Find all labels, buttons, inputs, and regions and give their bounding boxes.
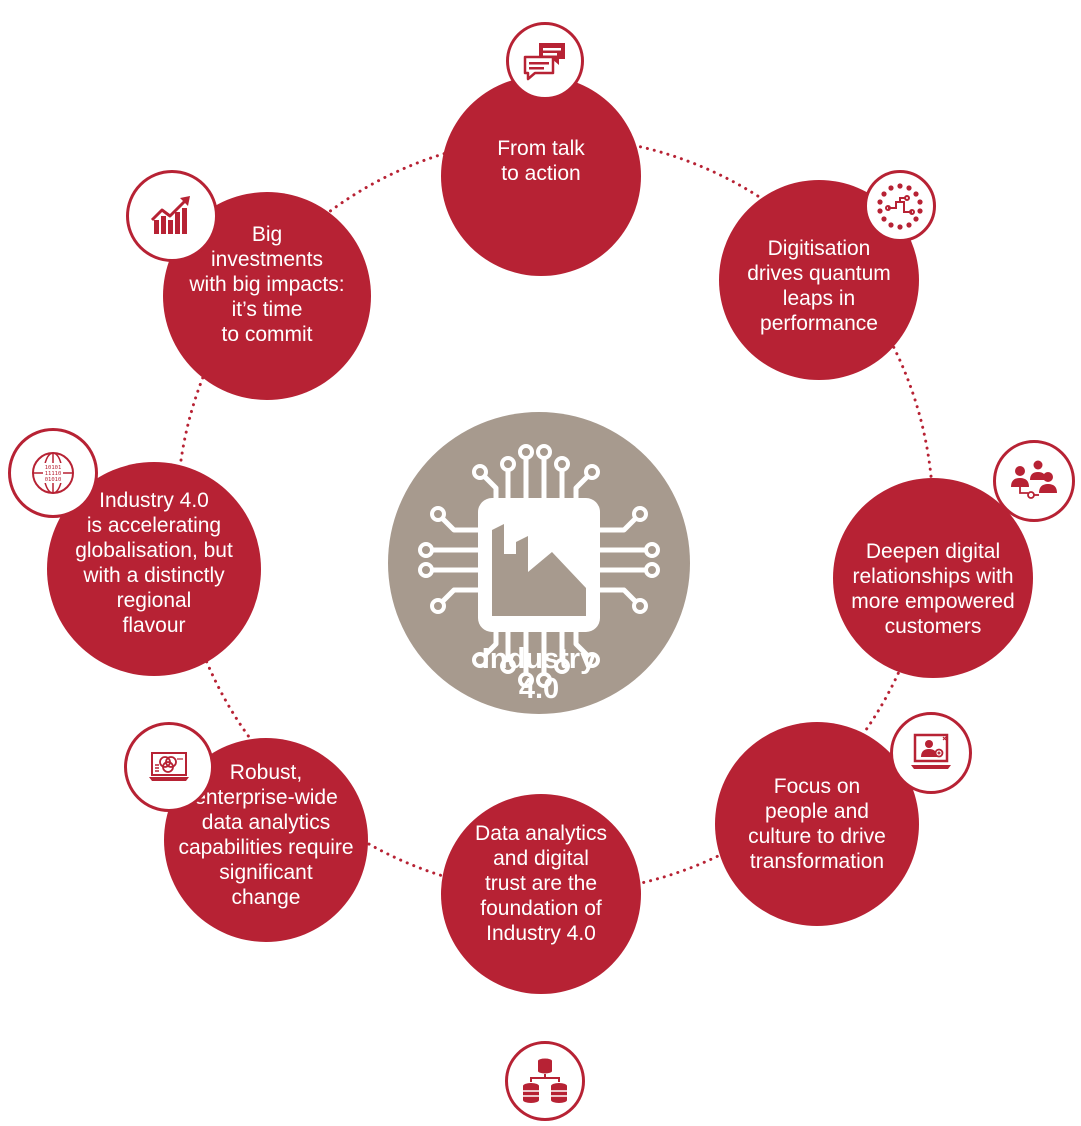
- node-label: From talk to action: [497, 137, 585, 185]
- node-data-analytics-trust: Data analytics and digital trust are the…: [441, 794, 641, 994]
- chat-bubbles-icon: [523, 43, 565, 81]
- node-label: Digitisation drives quantum leaps in per…: [747, 237, 891, 335]
- node-people-culture: Focus on people and culture to drive tra…: [715, 722, 919, 926]
- node-digitisation: Digitisation drives quantum leaps in per…: [719, 180, 919, 380]
- node-label: Data analytics and digital trust are the…: [475, 821, 607, 945]
- connected-people-icon: [1011, 460, 1057, 499]
- svg-text:11110: 11110: [45, 471, 62, 477]
- badge-7: 10101 11110 01010: [8, 428, 98, 518]
- badge-3: [993, 440, 1075, 522]
- badge-1: [506, 22, 584, 100]
- badge-5: [505, 1041, 585, 1121]
- badge-4: [890, 712, 972, 794]
- node-label: Deepen digital relationships with more e…: [851, 540, 1015, 638]
- node-label: Robust, enterprise-wide data analytics c…: [178, 761, 354, 909]
- node-digital-relationships: Deepen digital relationships with more e…: [833, 478, 1033, 678]
- binary-globe-icon: 10101 11110 01010: [32, 452, 74, 494]
- node-robust-analytics: Robust, enterprise-wide data analytics c…: [164, 738, 368, 942]
- digital-circuit-icon: [877, 183, 923, 230]
- database-network-icon: [523, 1058, 567, 1103]
- badge-2: [864, 170, 936, 242]
- video-call-monitor-icon: [911, 733, 951, 769]
- node-label: Industry 4.0 is accelerating globalisati…: [75, 489, 233, 637]
- factory-circuit-icon: [418, 444, 660, 688]
- laptop-venn-icon: [149, 752, 189, 781]
- svg-text:10101: 10101: [45, 465, 62, 471]
- center-label: Industry 4.0: [481, 643, 597, 705]
- badge-6: [124, 722, 214, 812]
- badge-8: [126, 170, 218, 262]
- node-label: Focus on people and culture to drive tra…: [748, 775, 886, 873]
- node-talk-to-action: From talk to action: [441, 76, 641, 276]
- svg-text:01010: 01010: [45, 477, 62, 483]
- center-hub: Industry 4.0: [388, 412, 690, 714]
- node-label: Big investments with big impacts: it’s t…: [189, 222, 345, 346]
- rising-chart-icon: [150, 196, 190, 234]
